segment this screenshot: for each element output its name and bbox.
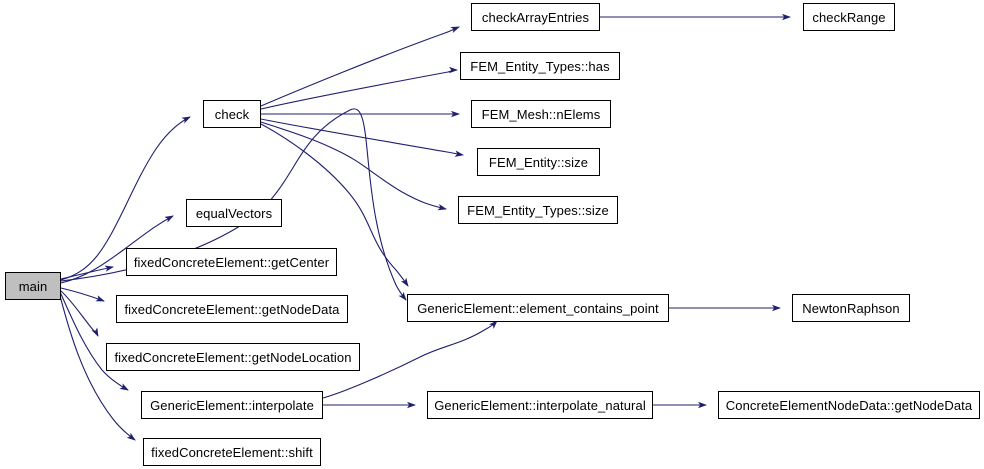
- graph-node-checkRange[interactable]: checkRange: [803, 3, 895, 31]
- graph-node-femMeshNElems[interactable]: FEM_Mesh::nElems: [471, 100, 611, 128]
- graph-node-femEntitySize[interactable]: FEM_Entity::size: [477, 148, 600, 176]
- graph-edge-interpolate-to-elementContainsPoint: [322, 320, 498, 399]
- graph-node-label: fixedConcreteElement::getNodeLocation: [114, 349, 352, 365]
- graph-node-label: FEM_Entity_Types::size: [467, 202, 609, 218]
- graph-edge-check-to-femEntityTypesSize: [260, 121, 447, 211]
- graph-edge-check-to-femEntityTypesHas: [260, 66, 458, 110]
- graph-node-getCenter[interactable]: fixedConcreteElement::getCenter: [126, 248, 337, 276]
- graph-node-interpolate[interactable]: GenericElement::interpolate: [141, 391, 323, 419]
- graph-node-label: checkArrayEntries: [481, 9, 590, 25]
- graph-node-elementContainsPoint[interactable]: GenericElement::element_contains_point: [407, 294, 669, 322]
- graph-edge-main-to-getNodeLocation: [60, 290, 99, 337]
- graph-edge-main-to-getCenter: [60, 265, 114, 280]
- graph-node-interpolateNatural[interactable]: GenericElement::interpolate_natural: [427, 391, 653, 419]
- graph-node-femEntityTypesHas[interactable]: FEM_Entity_Types::has: [460, 52, 620, 80]
- graph-node-femEntityTypesSize[interactable]: FEM_Entity_Types::size: [458, 196, 618, 224]
- graph-node-label: ConcreteElementNodeData::getNodeData: [725, 397, 973, 413]
- graph-edge-check-to-femEntitySize: [260, 118, 464, 157]
- graph-edge-main-to-shift: [58, 291, 136, 441]
- graph-edge-main-to-equalVectors: [60, 215, 174, 284]
- graph-edge-main-to-getNodeData: [60, 287, 105, 302]
- graph-node-concreteGetNodeData[interactable]: ConcreteElementNodeData::getNodeData: [718, 391, 980, 419]
- graph-node-label: fixedConcreteElement::getNodeData: [124, 301, 340, 317]
- graph-node-shift[interactable]: fixedConcreteElement::shift: [143, 438, 321, 466]
- graph-node-check[interactable]: check: [203, 100, 261, 128]
- graph-node-label: check: [214, 106, 250, 122]
- graph-edge-check-to-checkArrayEntries: [260, 26, 460, 107]
- graph-node-equalVectors[interactable]: equalVectors: [186, 199, 282, 227]
- graph-node-label: fixedConcreteElement::getCenter: [133, 254, 330, 270]
- graph-node-label: equalVectors: [195, 205, 273, 221]
- graph-node-main[interactable]: main: [5, 272, 61, 300]
- graph-node-getNodeData[interactable]: fixedConcreteElement::getNodeData: [116, 295, 348, 323]
- graph-node-newtonRaphson[interactable]: NewtonRaphson: [792, 294, 910, 322]
- graph-edge-main-to-check: [60, 116, 191, 281]
- graph-edge-check-to-elementContainsPoint: [260, 123, 409, 287]
- graph-node-label: fixedConcreteElement::shift: [151, 444, 313, 460]
- graph-node-checkArrayEntries[interactable]: checkArrayEntries: [471, 3, 600, 31]
- graph-node-label: GenericElement::interpolate: [150, 397, 314, 413]
- graph-node-label: FEM_Entity_Types::has: [470, 58, 610, 74]
- graph-node-getNodeLocation[interactable]: fixedConcreteElement::getNodeLocation: [106, 343, 360, 371]
- graph-node-label: FEM_Mesh::nElems: [481, 106, 601, 122]
- graph-node-label: GenericElement::element_contains_point: [417, 300, 659, 316]
- graph-edge-main-to-interpolate: [59, 291, 129, 391]
- graph-node-label: FEM_Entity::size: [488, 154, 589, 170]
- graph-node-label: NewtonRaphson: [802, 300, 900, 316]
- graph-node-label: main: [18, 278, 48, 294]
- graph-node-label: checkRange: [812, 9, 886, 25]
- graph-node-label: GenericElement::interpolate_natural: [434, 397, 646, 413]
